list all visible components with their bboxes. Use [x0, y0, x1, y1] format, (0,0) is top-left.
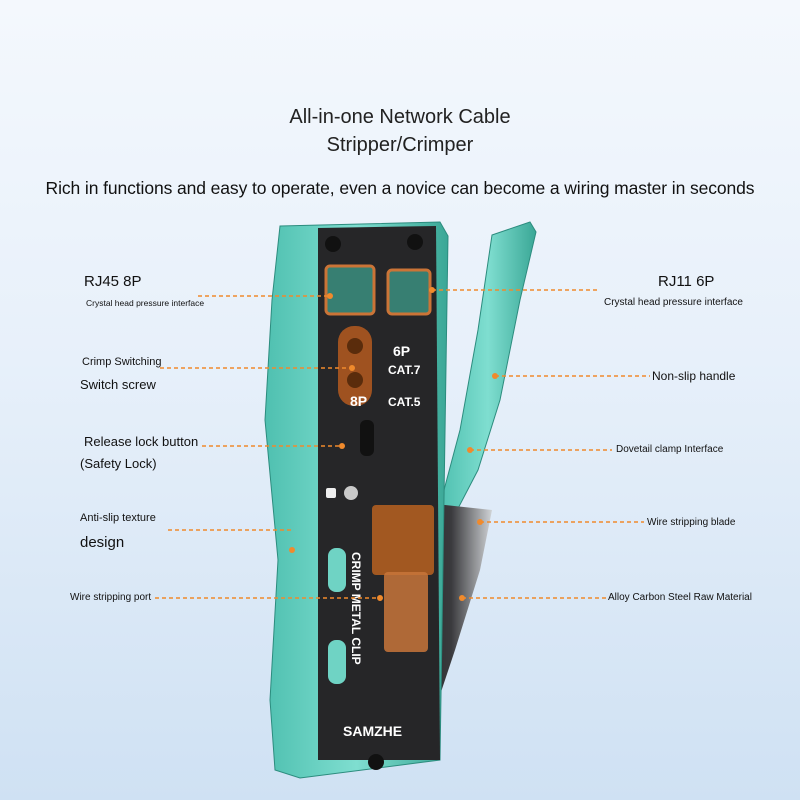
release-lock-button [344, 486, 358, 500]
label-rj11-sub: Crystal head pressure interface [604, 297, 743, 308]
subtitle: Rich in functions and easy to operate, e… [45, 178, 755, 198]
marking-8p: 8P [350, 393, 367, 409]
label-switch-screw: Switch screw [80, 377, 156, 392]
label-wire-stripping-port: Wire stripping port [70, 592, 152, 603]
label-anti-slip: Anti-slip texture [80, 512, 156, 524]
dovetail-jaw [372, 505, 434, 575]
label-material: Alloy Carbon Steel Raw Material [608, 592, 752, 603]
marking-cat7: CAT.7 [388, 363, 421, 377]
switch-screw-slot [338, 326, 372, 406]
marking-6p: 6P [393, 343, 410, 359]
label-release-lock: Release lock button [84, 434, 199, 449]
right-handle [439, 221, 537, 521]
rj45-socket [324, 264, 376, 316]
title-line-2: Stripper/Crimper [326, 134, 474, 156]
metal-clip [384, 572, 428, 652]
brand-logo-text: SAMZHE [343, 723, 402, 739]
label-dovetail: Dovetail clamp Interface [616, 444, 724, 455]
label-crimp-switching: Crimp Switching [82, 356, 162, 368]
label-safety-lock: (Safety Lock) [80, 456, 157, 471]
crimp-metal-clip-label: CRIMP METAL CLIP [349, 552, 363, 665]
label-rj45-title: RJ45 8P [84, 273, 142, 290]
label-wire-blade: Wire stripping blade [647, 517, 736, 528]
label-rj11-title: RJ11 6P [658, 273, 715, 290]
label-non-slip-handle: Non-slip handle [652, 369, 736, 383]
label-design: design [80, 534, 125, 551]
label-rj45-sub: Crystal head pressure interface [86, 298, 205, 308]
marking-cat5: CAT.5 [388, 395, 421, 409]
rj11-socket [386, 268, 432, 316]
title-line-1: All-in-one Network Cable [289, 106, 511, 128]
